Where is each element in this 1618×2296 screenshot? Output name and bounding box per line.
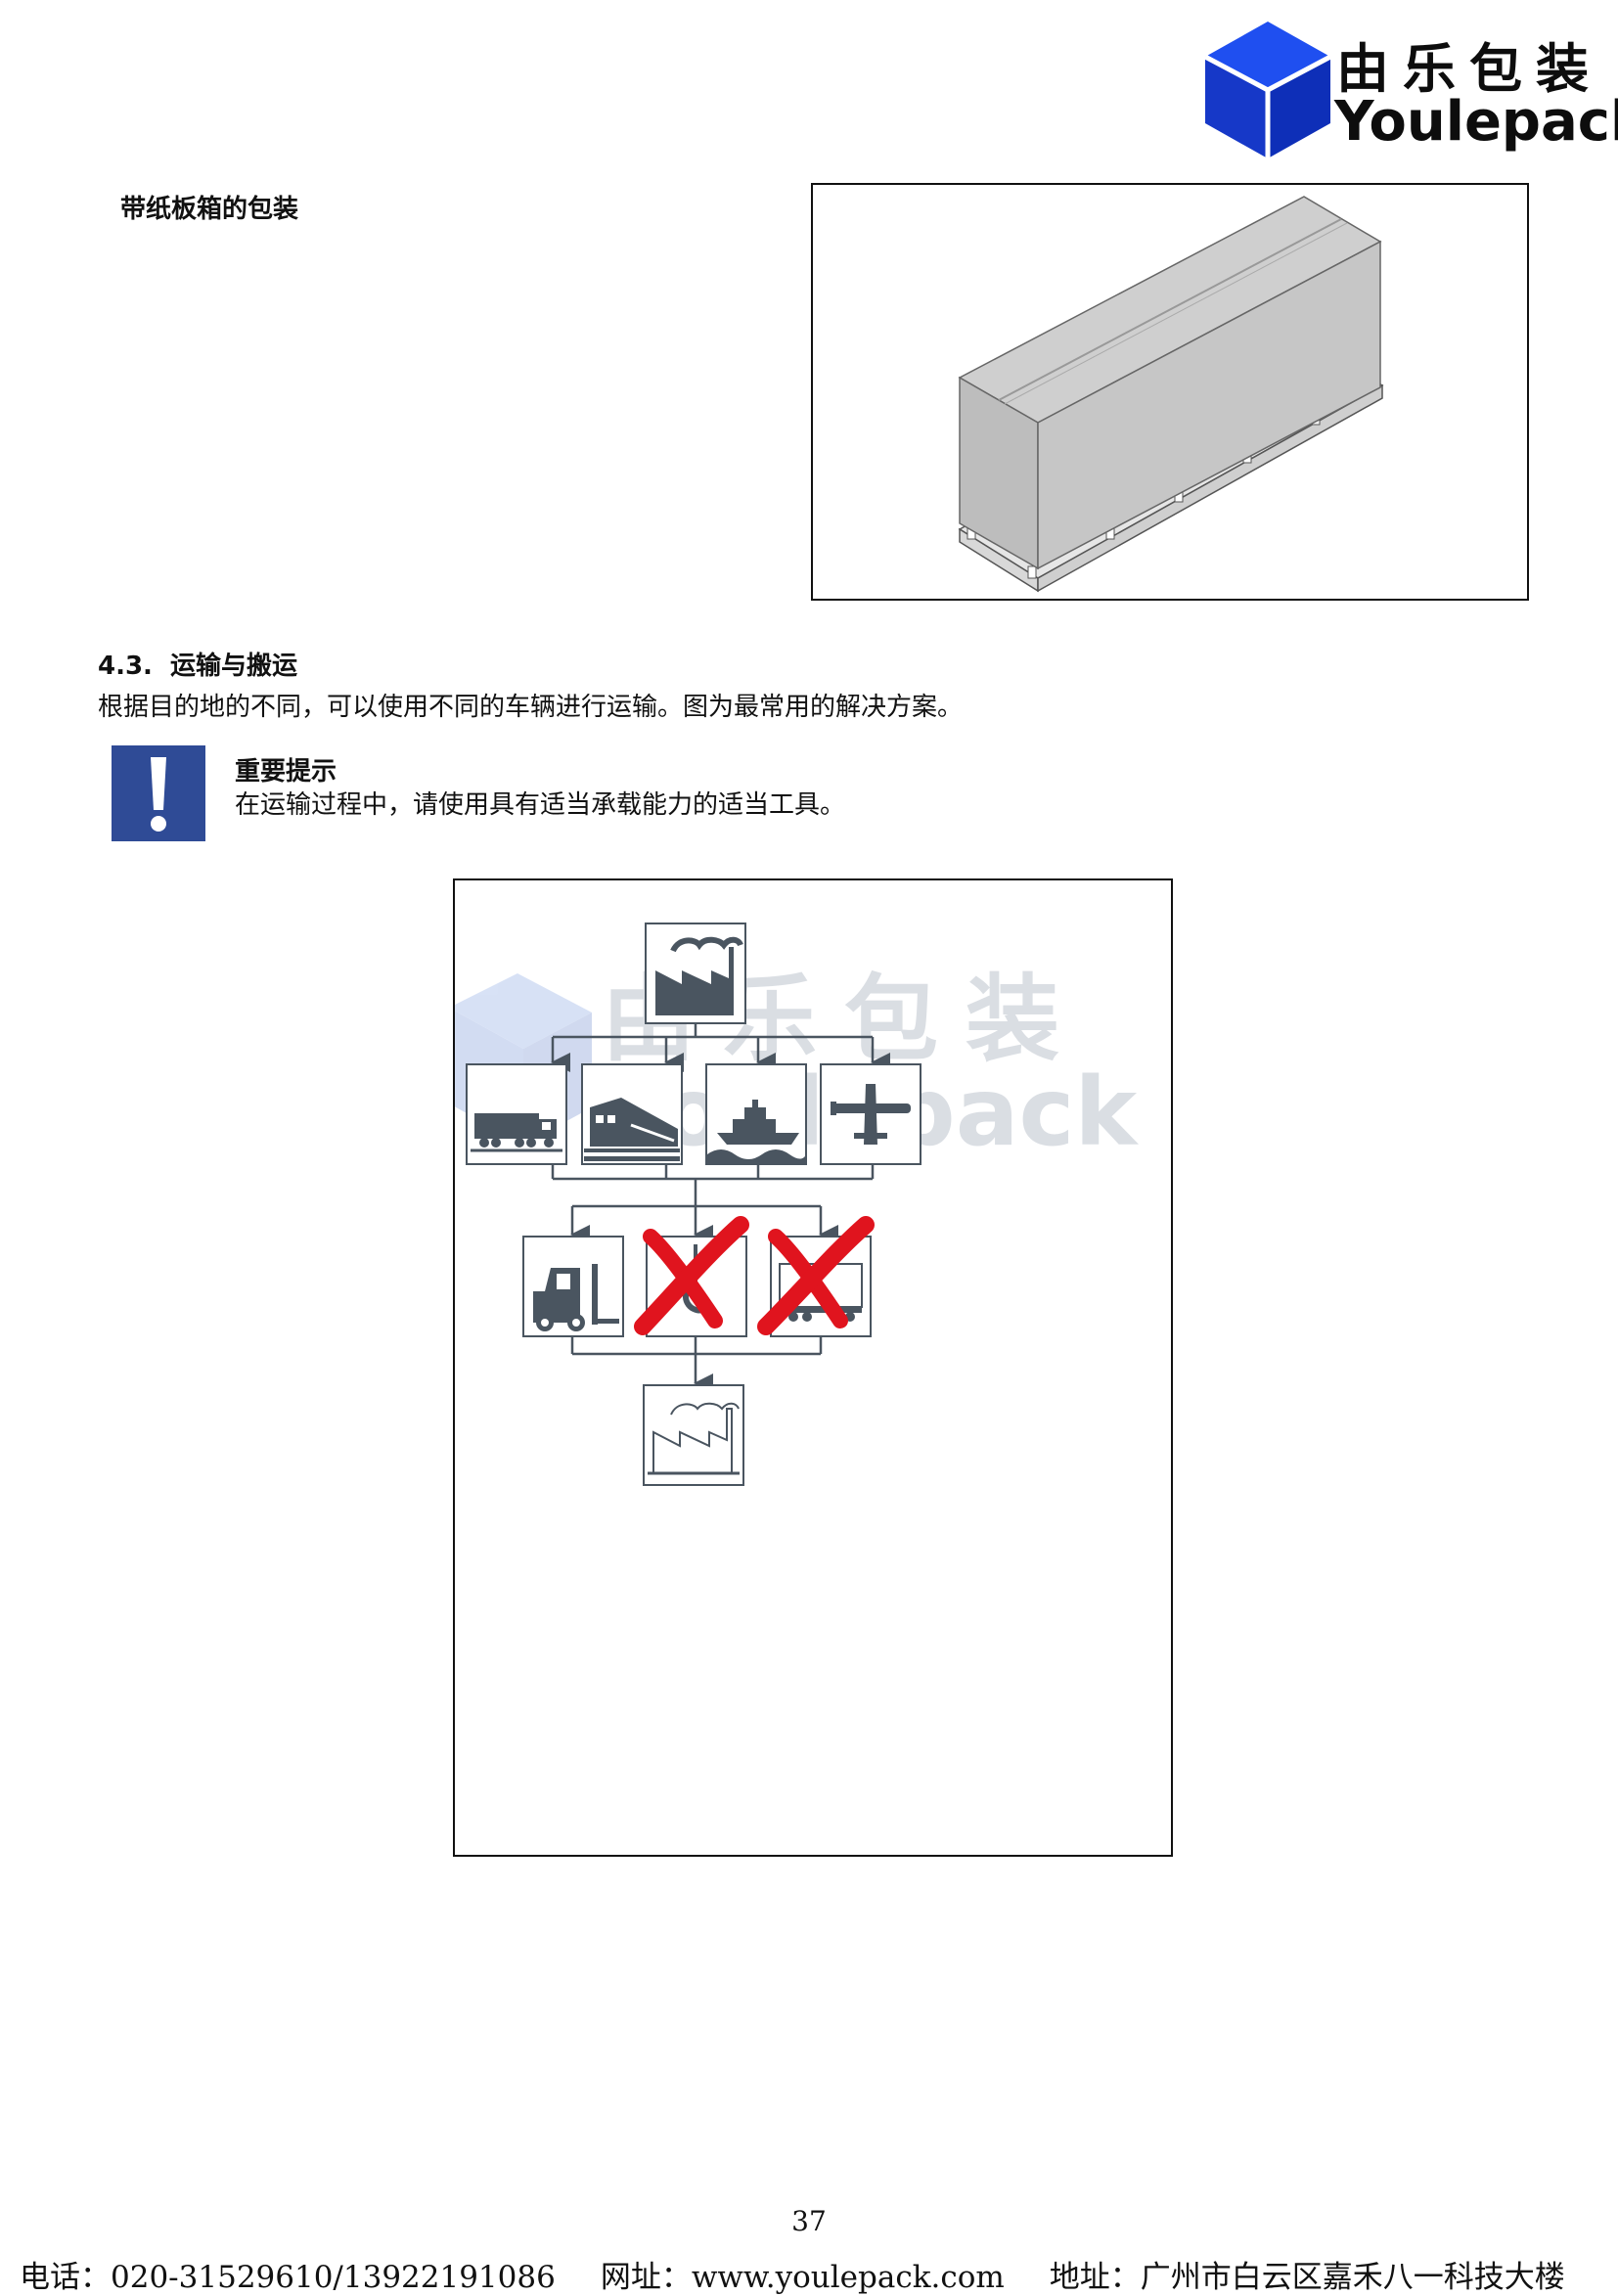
notice-title: 重要提示 <box>235 757 337 787</box>
section-heading: 4.3. 运输与搬运 <box>98 646 297 682</box>
cardboard-crate-illustration <box>958 196 1384 593</box>
section-intro: 根据目的地的不同，可以使用不同的车辆进行运输。图为最常用的解决方案。 <box>98 693 964 722</box>
footer-website: 网址：www.youlepack.com <box>600 2260 1005 2295</box>
section-number: 4.3. <box>98 652 153 681</box>
logo-cube-icon <box>1205 22 1330 158</box>
factory-destination-icon <box>643 1384 744 1486</box>
connector-lines <box>551 1023 890 1393</box>
train-icon <box>581 1063 683 1165</box>
crate-caption: 带纸板箱的包装 <box>120 195 299 224</box>
logo-chinese-text: 由乐包装 <box>1336 38 1602 100</box>
factory-icon <box>645 923 746 1024</box>
crate-illustration-frame <box>811 183 1529 601</box>
truck-icon <box>466 1063 567 1165</box>
logo-english-text: Youlepack <box>1334 90 1618 154</box>
forklift-icon <box>522 1236 624 1337</box>
footer-phone: 电话：020-31529610/13922191086 <box>20 2260 556 2295</box>
section-title: 运输与搬运 <box>169 652 297 681</box>
transport-flow-svg: 由乐包装 Youlepack <box>449 923 1139 1486</box>
forbidden-cross-icon <box>634 1216 749 1335</box>
footer: 电话：020-31529610/13922191086 网址：www.youlep… <box>20 2252 1610 2296</box>
forbidden-cross-icon <box>757 1216 875 1335</box>
notice-text: 在运输过程中，请使用具有适当承载能力的适当工具。 <box>235 790 846 820</box>
airplane-icon <box>820 1063 921 1165</box>
transport-flow-diagram: 由乐包装 Youlepack <box>449 878 1173 1857</box>
footer-address: 地址：广州市白云区嘉禾八一科技大楼 <box>1049 2260 1565 2295</box>
ship-icon <box>705 1063 807 1165</box>
page-number: 37 <box>791 2205 827 2237</box>
exclamation-icon <box>112 745 205 841</box>
